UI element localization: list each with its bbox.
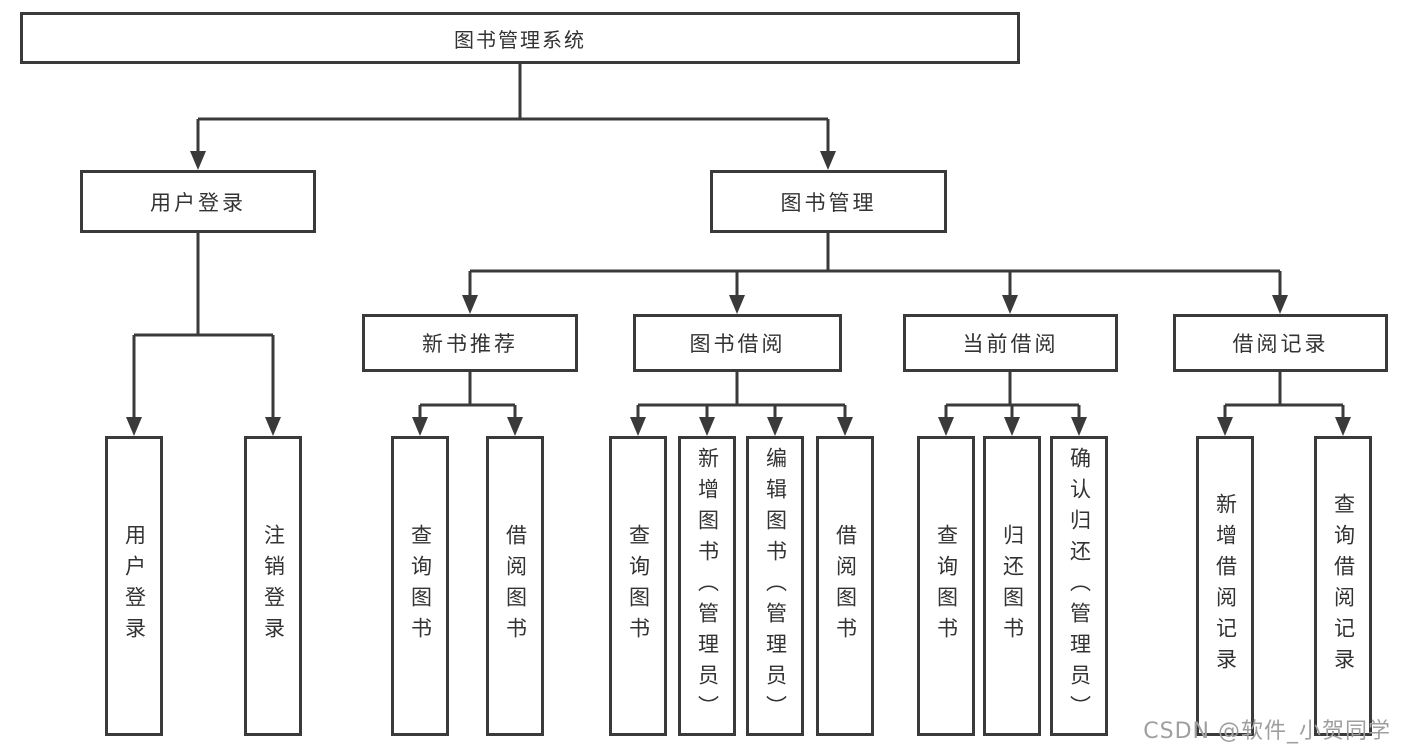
leaf-user-login: 用户登录 [105, 436, 163, 736]
csdn-watermark: CSDN @软件_小贺同学 [1143, 719, 1391, 744]
leaf-borrow-books-recommend: 借阅图书 [486, 436, 544, 736]
leaf-logout-login: 注销登录 [244, 436, 302, 736]
node-current-borrowing: 当前借阅 [903, 314, 1118, 372]
leaf-return-books: 归还图书 [983, 436, 1041, 736]
node-book-borrowing: 图书借阅 [633, 314, 842, 372]
leaf-add-books-admin: 新增图书（管理员） [678, 436, 736, 736]
leaf-add-borrow-record: 新增借阅记录 [1196, 436, 1254, 736]
leaf-query-borrow-record: 查询借阅记录 [1314, 436, 1372, 736]
node-library-system: 图书管理系统 [20, 12, 1020, 64]
leaf-query-books-recommend: 查询图书 [391, 436, 449, 736]
node-book-management: 图书管理 [710, 170, 947, 233]
node-borrowing-records: 借阅记录 [1173, 314, 1388, 372]
leaf-borrow-books-borrowing: 借阅图书 [816, 436, 874, 736]
node-user-login: 用户登录 [80, 170, 316, 233]
leaf-query-books-borrowing: 查询图书 [609, 436, 667, 736]
leaf-query-books-current: 查询图书 [917, 436, 975, 736]
leaf-edit-books-admin: 编辑图书（管理员） [746, 436, 804, 736]
node-new-book-recommend: 新书推荐 [362, 314, 578, 372]
leaf-confirm-return-admin: 确认归还（管理员） [1050, 436, 1108, 736]
